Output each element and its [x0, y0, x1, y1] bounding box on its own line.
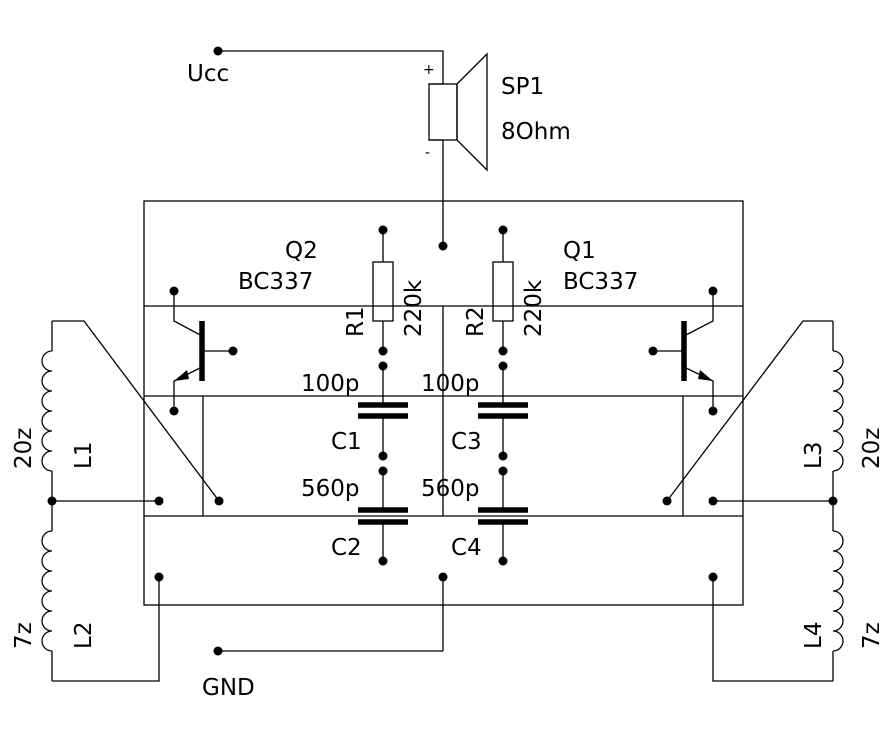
l1-name-label: L1 [71, 442, 97, 469]
junction-dot [498, 346, 508, 356]
l4-name-label: L4 [801, 622, 827, 649]
junction-dot [498, 361, 508, 371]
c1-name-label: C1 [331, 429, 362, 455]
label-gnd: GND [202, 675, 255, 701]
junction-dot [154, 572, 164, 582]
c1-value-label: 100p [301, 371, 360, 397]
junction-dot [169, 286, 179, 296]
inductor-l3 [666, 320, 844, 502]
r1-value-label: 220k [401, 279, 427, 337]
junction-dot [47, 496, 57, 506]
junction-dot [169, 406, 179, 416]
junction-dot [498, 225, 508, 235]
label-vcc: Ucc [187, 61, 229, 87]
junction-dot [438, 572, 448, 582]
junction-dot [213, 646, 223, 656]
c2-name-label: C2 [331, 535, 362, 561]
capacitor-c3 [478, 366, 528, 456]
junction-dot [498, 556, 508, 566]
r2-value-label: 220k [521, 279, 547, 337]
q1-type-label: BC337 [563, 269, 638, 295]
transistor-q2 [173, 291, 233, 411]
junction-dot [708, 286, 718, 296]
l2-value-label: 7z [11, 622, 37, 649]
c4-value-label: 560p [421, 476, 480, 502]
l3-value-label: 20z [859, 428, 885, 469]
speaker-value-label: 8Ohm [501, 119, 571, 145]
junction-dot [378, 556, 388, 566]
speaker-name-label: SP1 [501, 74, 544, 100]
board-outline [143, 200, 744, 606]
resistor-r1 [372, 230, 394, 351]
l2-name-label: L2 [71, 622, 97, 649]
speaker-minus-label: - [425, 145, 430, 161]
junction-dot [378, 451, 388, 461]
junction-dot [498, 466, 508, 476]
junction-dot [378, 346, 388, 356]
junction-dot [708, 496, 718, 506]
inductor-l2 [41, 501, 160, 682]
capacitor-c4 [478, 471, 528, 561]
c4-name-label: C4 [451, 535, 482, 561]
junction-dot [378, 225, 388, 235]
r2-name-label: R2 [463, 306, 489, 337]
junction-dot [378, 466, 388, 476]
inductor-l4 [712, 501, 844, 682]
speaker-sp1 [428, 52, 488, 172]
junction-dot [708, 572, 718, 582]
junction-dot [662, 496, 672, 506]
l1-value-label: 20z [11, 428, 37, 469]
junction-dot [828, 496, 838, 506]
l3-name-label: L3 [801, 442, 827, 469]
resistor-r2 [492, 230, 514, 351]
junction-dot [438, 241, 448, 251]
q2-name-label: Q2 [285, 238, 318, 264]
junction-dot [228, 346, 238, 356]
junction-dots [47, 46, 838, 656]
c3-name-label: C3 [451, 429, 482, 455]
r1-name-label: R1 [343, 306, 369, 337]
l4-value-label: 7z [859, 622, 885, 649]
inductor-l1 [41, 320, 220, 502]
junction-dot [708, 406, 718, 416]
c3-value-label: 100p [421, 371, 480, 397]
junction-dot [154, 496, 164, 506]
junction-dot [213, 46, 223, 56]
junction-dot [214, 496, 224, 506]
junction-dot [648, 346, 658, 356]
capacitor-c2 [358, 471, 408, 561]
q1-name-label: Q1 [563, 238, 596, 264]
q2-type-label: BC337 [238, 269, 313, 295]
junction-dot [378, 361, 388, 371]
speaker-plus-label: + [423, 62, 435, 78]
transistor-q1 [653, 291, 714, 411]
c2-value-label: 560p [301, 476, 360, 502]
capacitor-c1 [358, 366, 408, 456]
supply-wiring [218, 50, 444, 652]
junction-dot [498, 451, 508, 461]
